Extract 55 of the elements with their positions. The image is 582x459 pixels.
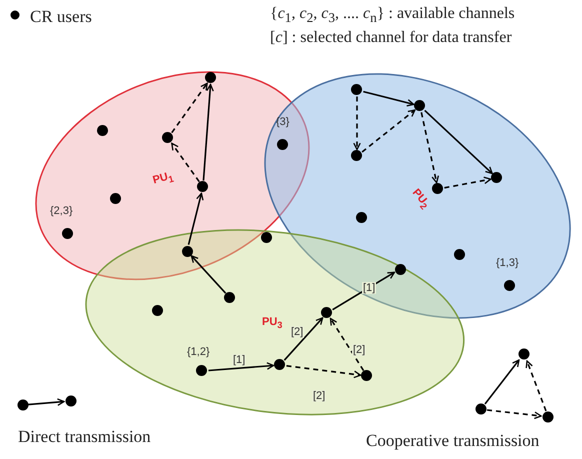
transmission-arrow bbox=[286, 365, 362, 378]
edge-label: [1] bbox=[232, 354, 246, 366]
user-dot bbox=[414, 100, 426, 112]
user-dot bbox=[432, 183, 444, 194]
transmission-arrow bbox=[332, 272, 396, 310]
transmission-arrow bbox=[363, 90, 414, 107]
user-dot bbox=[351, 150, 362, 162]
transmission-arrow bbox=[424, 110, 493, 174]
transmission-arrow bbox=[190, 255, 226, 294]
transmission-arrow bbox=[171, 82, 208, 134]
edge-label: [2] bbox=[352, 344, 366, 356]
user-dot bbox=[182, 246, 192, 256]
user-dot bbox=[504, 280, 516, 292]
transmission-arrow bbox=[208, 362, 274, 372]
user-dot bbox=[196, 365, 208, 376]
notation-note: [c] : selected channel for data transfer bbox=[270, 29, 512, 47]
user-dot bbox=[261, 232, 272, 244]
user-dot bbox=[351, 84, 362, 96]
channel-set-label: {2,3} bbox=[50, 205, 73, 217]
user-dot bbox=[394, 264, 406, 274]
user-dot bbox=[276, 138, 288, 150]
primary-user-label: PU$_{3}$ bbox=[262, 316, 282, 330]
user-dot bbox=[454, 249, 466, 260]
user-dot bbox=[152, 305, 164, 316]
user-dot bbox=[361, 370, 372, 382]
legend-text: Cooperative transmission bbox=[366, 431, 540, 451]
edge-label: [2] bbox=[312, 390, 326, 402]
channel-set-label: {1,3} bbox=[496, 257, 519, 269]
user-dot bbox=[62, 228, 74, 240]
user-dot bbox=[162, 132, 174, 144]
user-dot bbox=[274, 359, 286, 370]
transmission-arrow bbox=[353, 96, 361, 150]
transmission-arrow bbox=[362, 109, 416, 153]
transmission-arrow bbox=[444, 176, 492, 189]
user-dot bbox=[110, 193, 122, 204]
user-dot bbox=[356, 212, 368, 224]
transmission-arrow bbox=[330, 318, 364, 371]
legend-text: CR users bbox=[30, 7, 92, 27]
transmission-arrow bbox=[284, 317, 324, 361]
transmission-arrow bbox=[171, 142, 200, 182]
channel-set-label: {1,2} bbox=[187, 346, 210, 358]
user-dot bbox=[97, 125, 108, 136]
user-dot bbox=[205, 72, 216, 84]
legend-text: Direct transmission bbox=[18, 427, 151, 447]
edge-label: [1] bbox=[362, 282, 376, 294]
user-dot bbox=[197, 181, 208, 192]
transmission-arrow bbox=[188, 192, 204, 245]
transmission-arrow bbox=[202, 84, 214, 181]
user-dot bbox=[491, 172, 502, 184]
user-dot bbox=[321, 307, 332, 318]
channel-set-label: {3} bbox=[276, 116, 290, 128]
edge-label: [2] bbox=[290, 326, 304, 338]
user-dot bbox=[224, 292, 236, 304]
notation-note: {c$_{1}$, c$_{2}$, c$_{3}$, .... c$_{n}$} : available channels bbox=[270, 5, 515, 26]
transmission-arrow bbox=[420, 112, 440, 184]
